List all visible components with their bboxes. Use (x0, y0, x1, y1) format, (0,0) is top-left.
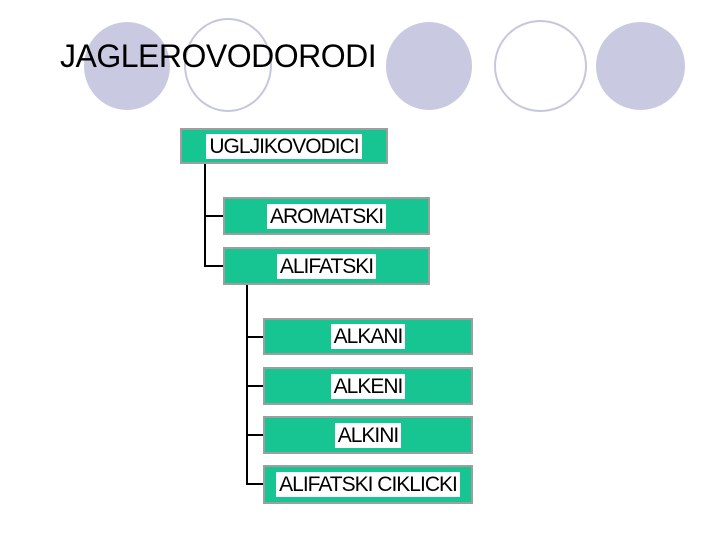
node-label-alkeni: ALKENI (330, 373, 406, 399)
decorative-circle-outlined-1 (184, 18, 272, 112)
connector-stub-aromatski (204, 215, 223, 217)
node-label-alkini: ALKINI (334, 422, 402, 448)
node-label-aromatski: AROMATSKI (266, 203, 387, 229)
node-alkani: ALKANI (263, 318, 473, 355)
node-aromatski: AROMATSKI (223, 197, 430, 235)
decorative-circle-filled-3 (596, 22, 685, 110)
node-ugljikovodici: UGLJIKOVODICI (180, 128, 388, 164)
node-label-ugljikovodici: UGLJIKOVODICI (206, 133, 362, 159)
decorative-circle-filled-1 (84, 22, 170, 110)
slide-title: JAGLEROVODORODI (60, 38, 377, 74)
node-label-alifatski: ALIFATSKI (276, 253, 377, 279)
node-alkeni: ALKENI (263, 367, 473, 405)
decorative-circle-outlined-2 (494, 20, 587, 112)
node-label-alifatski-ciklicki: ALIFATSKI CIKLICKI (276, 472, 460, 497)
connector-stub-alkeni (246, 385, 263, 387)
connector-stub-alkani (246, 336, 263, 338)
node-alifatski-ciklicki: ALIFATSKI CIKLICKI (263, 465, 473, 504)
connector-stub-alifatski-ciklicki (246, 483, 263, 485)
connector-stub-alifatski (204, 265, 223, 267)
decorative-circle-filled-2 (386, 22, 472, 110)
node-label-alkani: ALKANI (330, 324, 406, 349)
node-alkini: ALKINI (263, 416, 473, 454)
connector-stub-alkini (246, 434, 263, 436)
node-alifatski: ALIFATSKI (223, 247, 430, 285)
